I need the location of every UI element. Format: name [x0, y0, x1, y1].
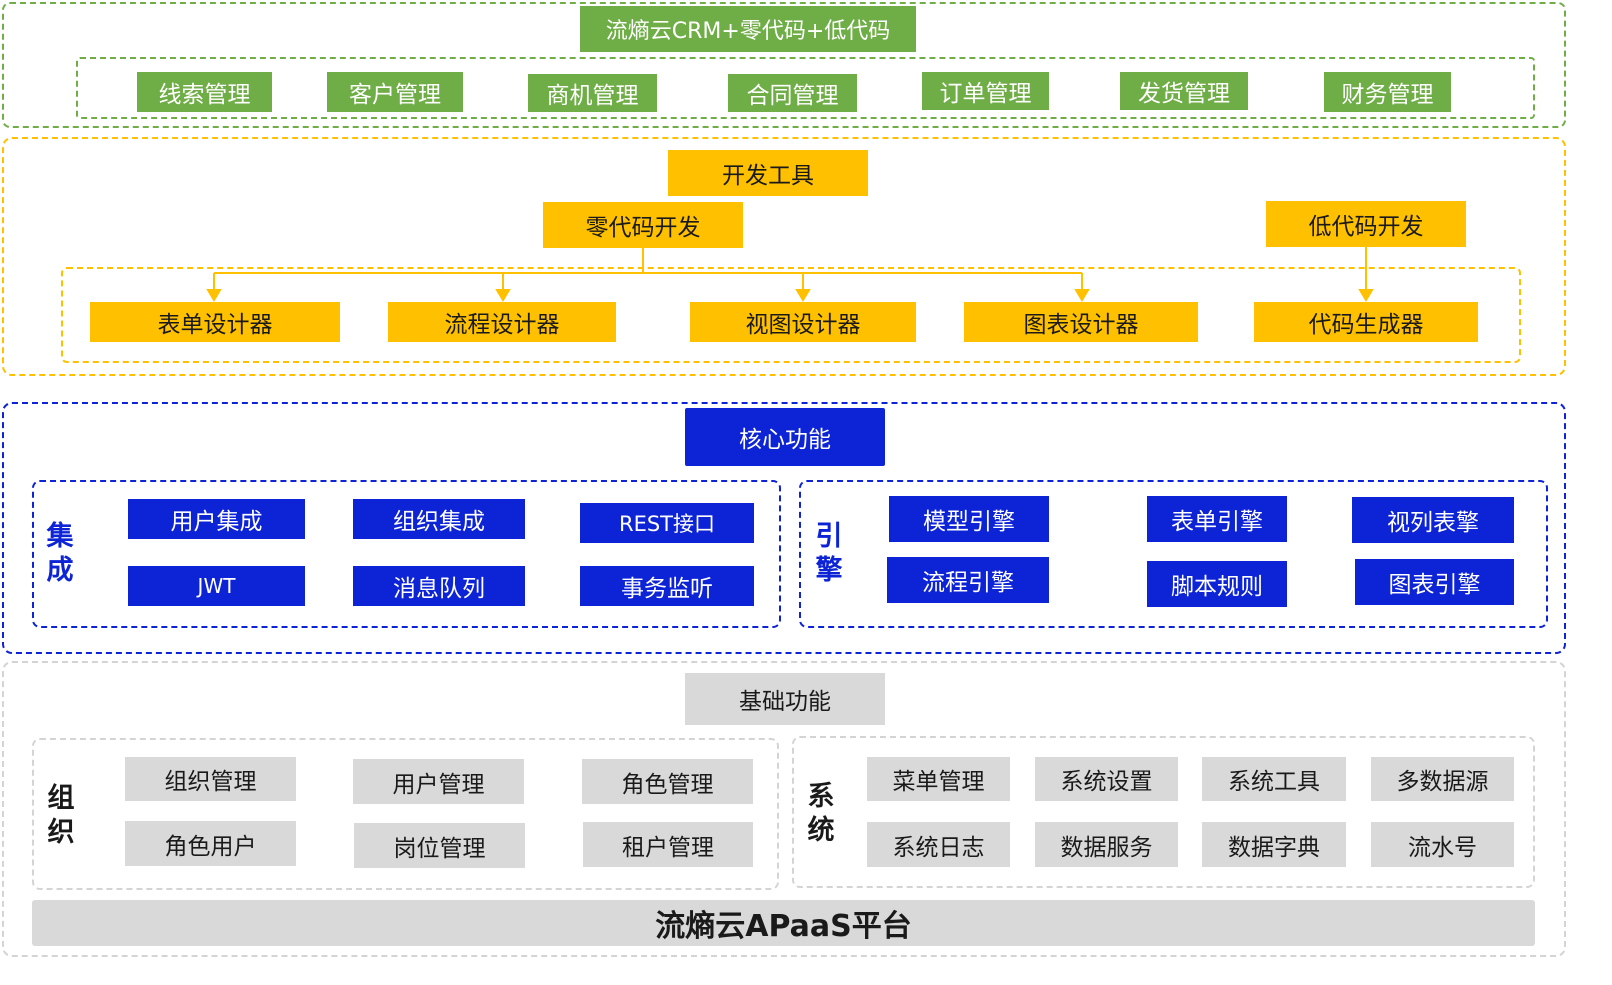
designer-group [61, 267, 1521, 363]
data-dictionary: 数据字典 [1202, 822, 1346, 867]
integration-group [32, 480, 781, 628]
org-management: 组织管理 [125, 757, 296, 801]
list-view-engine: 视列表擎 [1352, 497, 1514, 543]
user-integration: 用户集成 [128, 499, 305, 539]
message-queue: 消息队列 [353, 566, 525, 606]
base-section [2, 661, 1566, 957]
data-service: 数据服务 [1035, 822, 1178, 867]
engine-group [799, 480, 1548, 628]
position-management: 岗位管理 [354, 823, 525, 868]
menu-management: 菜单管理 [867, 757, 1010, 801]
flow-engine: 流程引擎 [887, 557, 1049, 603]
low-code-box: 低代码开发 [1266, 201, 1466, 247]
role-users: 角色用户 [125, 821, 296, 866]
chart-designer: 图表设计器 [964, 302, 1198, 342]
system-tools: 系统工具 [1202, 757, 1346, 801]
code-generator: 代码生成器 [1254, 302, 1478, 342]
module-finance: 财务管理 [1324, 72, 1451, 112]
serial-number: 流水号 [1371, 822, 1514, 867]
crm-section [2, 2, 1566, 128]
form-designer: 表单设计器 [90, 302, 340, 342]
engine-label: 引擎 [815, 521, 843, 586]
chart-engine: 图表引擎 [1355, 559, 1514, 605]
user-management: 用户管理 [353, 759, 524, 804]
crm-title: 流熵云CRM+零代码+低代码 [580, 6, 916, 52]
crm-modules-group [76, 57, 1535, 119]
view-designer: 视图设计器 [690, 302, 916, 342]
module-orders: 订单管理 [922, 72, 1049, 110]
jwt: JWT [128, 566, 305, 606]
dev-tools-section [2, 137, 1566, 376]
rest-api: REST接口 [580, 503, 754, 543]
module-shipping: 发货管理 [1120, 72, 1248, 110]
system-group [792, 736, 1535, 888]
core-title: 核心功能 [685, 408, 885, 466]
model-engine: 模型引擎 [889, 496, 1049, 542]
core-section [2, 402, 1566, 654]
system-log: 系统日志 [867, 822, 1010, 867]
module-opportunities: 商机管理 [528, 74, 657, 112]
org-group [32, 738, 779, 890]
multi-datasource: 多数据源 [1371, 757, 1514, 801]
zero-code-box: 零代码开发 [543, 202, 743, 248]
system-label: 系统 [807, 781, 835, 846]
dev-tools-title: 开发工具 [668, 150, 868, 196]
base-title: 基础功能 [685, 673, 885, 725]
role-management: 角色管理 [582, 759, 753, 804]
form-engine: 表单引擎 [1147, 496, 1287, 542]
module-leads: 线索管理 [137, 72, 272, 112]
org-label: 组织 [47, 783, 75, 848]
tenant-management: 租户管理 [583, 822, 753, 867]
system-settings: 系统设置 [1035, 757, 1178, 801]
transaction-listener: 事务监听 [580, 566, 754, 606]
script-rules: 脚本规则 [1147, 561, 1287, 607]
flow-designer: 流程设计器 [388, 302, 616, 342]
module-customers: 客户管理 [327, 72, 463, 112]
module-contracts: 合同管理 [728, 74, 857, 112]
platform-bar: 流熵云APaaS平台 [32, 900, 1535, 946]
integration-label: 集成 [46, 521, 74, 586]
org-integration: 组织集成 [353, 499, 525, 539]
